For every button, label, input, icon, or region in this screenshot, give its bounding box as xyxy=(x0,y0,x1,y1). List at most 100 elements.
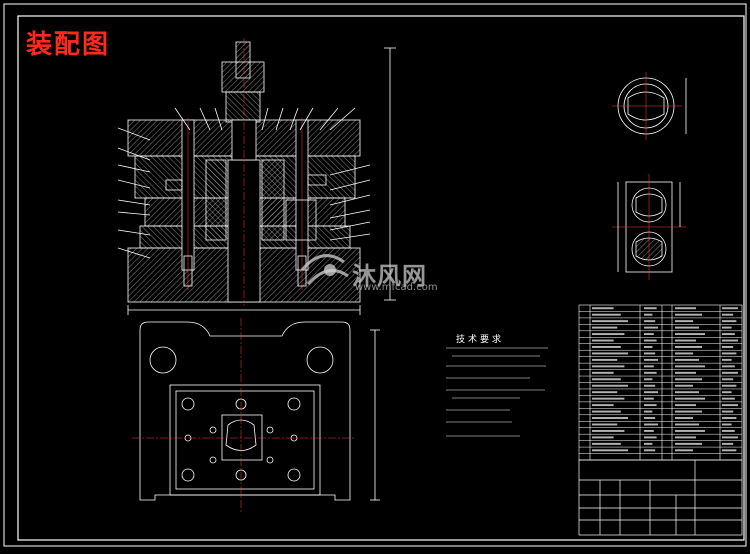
table-cell-text xyxy=(644,429,654,432)
table-cell-text xyxy=(675,378,702,381)
table-cell-text xyxy=(644,442,653,445)
table-cell-text xyxy=(644,417,656,419)
technical-notes-heading: 技术要求 xyxy=(456,335,505,345)
table-cell-text xyxy=(592,417,628,419)
table-cell-text xyxy=(722,339,738,342)
table-cell-text xyxy=(675,417,693,419)
parts-list-rows xyxy=(579,311,742,454)
table-cell-text xyxy=(675,397,705,400)
table-cell-text xyxy=(592,307,614,310)
table-cell-text xyxy=(675,333,705,336)
table-cell-text xyxy=(722,352,737,355)
parts-list-entries xyxy=(592,307,738,452)
table-cell-text xyxy=(722,365,735,368)
table-cell-text xyxy=(644,333,654,336)
table-cell-text xyxy=(722,436,738,439)
table-cell-text xyxy=(722,404,738,407)
table-cell-text xyxy=(592,384,628,387)
inner-frame xyxy=(17,15,745,541)
table-cell-text xyxy=(644,404,657,407)
table-cell-text xyxy=(722,320,737,323)
table-cell-text xyxy=(592,429,625,432)
table-cell-text xyxy=(675,346,702,348)
table-cell-text xyxy=(592,397,625,400)
table-cell-text xyxy=(592,436,614,439)
table-cell-text xyxy=(675,339,696,342)
table-cell-text xyxy=(722,313,734,316)
table-cell-text xyxy=(644,339,657,342)
table-cell-text xyxy=(722,423,732,426)
table-cell-text xyxy=(644,358,658,361)
table-cell-text xyxy=(675,307,696,310)
table-cell-text xyxy=(722,449,737,452)
table-cell-text xyxy=(592,339,614,342)
part-detail-strip xyxy=(612,174,686,280)
drawing-title: 装配图 xyxy=(26,30,111,60)
table-cell-text xyxy=(675,358,699,361)
technical-notes-lines xyxy=(446,347,548,437)
table-cell-text xyxy=(592,313,621,316)
table-cell-text xyxy=(722,384,737,387)
watermark-logo xyxy=(300,254,349,286)
table-cell-text xyxy=(675,391,699,394)
table-cell-text xyxy=(592,404,614,407)
table-cell-text xyxy=(675,442,702,445)
table-cell-text xyxy=(592,320,628,323)
table-cell-text xyxy=(722,333,735,336)
part-detail-top xyxy=(612,72,687,140)
table-cell-text xyxy=(592,442,621,445)
table-cell-text xyxy=(644,378,653,381)
title-block xyxy=(578,459,743,536)
table-cell-text xyxy=(592,326,618,329)
table-cell-text xyxy=(644,391,658,394)
table-cell-text xyxy=(722,429,735,432)
table-cell-text xyxy=(675,429,705,432)
table-cell-text xyxy=(722,391,732,394)
table-cell-text xyxy=(675,365,705,368)
table-cell-text xyxy=(644,410,653,413)
watermark-url: www.mfcad.com xyxy=(355,282,438,293)
table-cell-text xyxy=(644,371,657,374)
table-cell-text xyxy=(644,397,654,400)
table-cell-text xyxy=(592,449,628,452)
table-cell-text xyxy=(722,371,738,374)
table-cell-text xyxy=(722,397,735,400)
table-cell-text xyxy=(592,391,618,394)
table-cell-text xyxy=(722,326,732,329)
table-cell-text xyxy=(675,404,696,407)
table-cell-text xyxy=(675,313,702,316)
section-view xyxy=(117,38,396,315)
table-cell-text xyxy=(644,313,653,316)
table-cell-text xyxy=(592,410,621,413)
outer-frame xyxy=(3,3,747,547)
table-cell-text xyxy=(675,384,693,387)
table-cell-text xyxy=(722,346,734,348)
table-cell-text xyxy=(644,326,658,329)
table-cell-text xyxy=(592,371,614,374)
table-cell-text xyxy=(675,436,696,439)
table-cell-text xyxy=(644,436,657,439)
plan-view xyxy=(132,318,380,512)
table-cell-text xyxy=(675,371,696,374)
table-cell-text xyxy=(644,384,656,387)
table-cell-text xyxy=(644,365,654,368)
table-cell-text xyxy=(722,410,734,413)
table-cell-text xyxy=(592,378,621,381)
table-cell-text xyxy=(592,365,625,368)
table-cell-text xyxy=(675,326,699,329)
table-cell-text xyxy=(644,307,657,310)
table-cell-text xyxy=(644,423,658,426)
table-cell-text xyxy=(722,417,737,419)
table-cell-text xyxy=(675,449,693,452)
watermark-text: 沐风网 xyxy=(352,262,427,290)
table-cell-text xyxy=(592,358,618,361)
table-cell-text xyxy=(644,352,656,355)
table-cell-text xyxy=(722,358,732,361)
table-cell-text xyxy=(592,333,625,336)
table-cell-text xyxy=(644,320,656,323)
table-cell-text xyxy=(675,320,693,323)
table-cell-text xyxy=(644,449,656,452)
table-cell-text xyxy=(722,442,734,445)
